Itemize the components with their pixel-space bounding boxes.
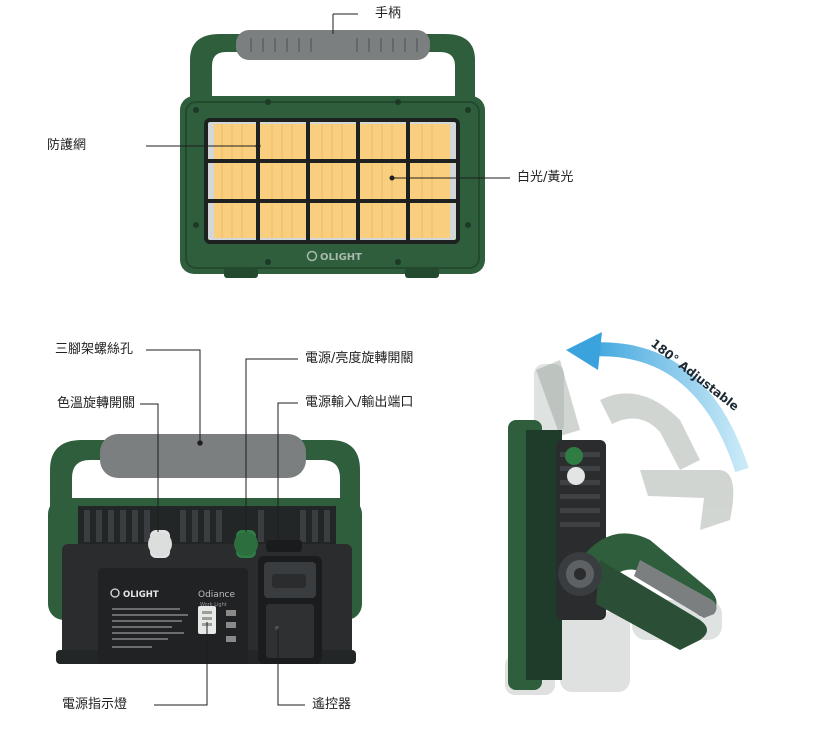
back-view-lamp: OLIGHT Odiance Work Light <box>48 434 362 664</box>
front-view-lamp: OLIGHT <box>180 30 485 278</box>
rotation-arrow-head <box>566 332 602 370</box>
rotation-side-view: 180° Adjustable <box>505 332 749 695</box>
product-sub: Work Light <box>200 602 227 608</box>
label-power-knob: 電源/亮度旋轉開關 <box>305 351 414 366</box>
label-handle: 手柄 <box>375 6 402 21</box>
front-brand-logo: OLIGHT <box>320 252 362 263</box>
label-port: 電源輸入/輸出端口 <box>305 395 414 410</box>
label-remote: 遙控器 <box>312 697 352 712</box>
label-tripod-hole: 三腳架螺絲孔 <box>55 342 134 357</box>
back-brand-logo: OLIGHT <box>123 590 159 600</box>
label-light: 白光/黃光 <box>517 170 574 185</box>
product-name: Odiance <box>198 590 235 600</box>
label-grille: 防護網 <box>47 138 87 153</box>
label-indicator: 電源指示燈 <box>62 697 128 712</box>
callout-lines <box>140 13 510 706</box>
rotation-label: 180° Adjustable <box>648 336 741 413</box>
rotation-arrow <box>584 342 749 473</box>
label-color-knob: 色溫旋轉開關 <box>57 396 136 411</box>
